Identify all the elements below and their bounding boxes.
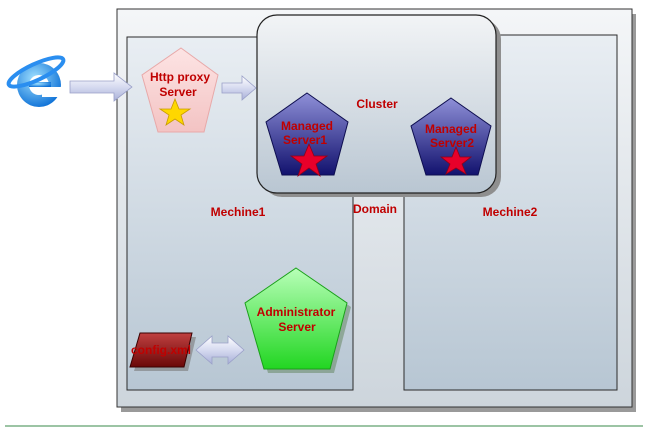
http-proxy-label-line2: Server — [159, 85, 197, 99]
star-icon — [439, 145, 473, 175]
star-icon — [289, 142, 329, 178]
arrow-proxy-to-cluster — [221, 75, 257, 101]
star-icon — [158, 97, 192, 126]
managed-server2-shape — [410, 97, 492, 176]
machine2-label: Mechine2 — [483, 205, 538, 219]
administrator-server-shape — [244, 267, 348, 370]
internet-explorer-icon — [6, 55, 66, 107]
admin-server-label-line2: Server — [278, 320, 316, 334]
http-proxy-server-shape — [141, 47, 219, 133]
http-proxy-label-line1: Http proxy — [150, 70, 210, 84]
admin-server-label-line1: Administrator — [257, 305, 336, 319]
managed-server1-label-line1: Managed — [281, 119, 333, 133]
machine1-label: Mechine1 — [211, 205, 266, 219]
config-xml-label: config.xml — [131, 343, 191, 357]
arrow-browser-to-proxy — [69, 72, 133, 102]
managed-server1-label-line2: Server1 — [283, 133, 327, 147]
managed-server1-shape — [265, 92, 349, 176]
managed-server2-label-line1: Managed — [425, 122, 477, 136]
cluster-label: Cluster — [356, 97, 398, 111]
double-arrow-config-admin — [195, 335, 245, 365]
managed-server2-label-line2: Server2 — [430, 136, 474, 150]
domain-label: Domain — [353, 202, 397, 216]
config-xml-shape — [129, 332, 193, 368]
